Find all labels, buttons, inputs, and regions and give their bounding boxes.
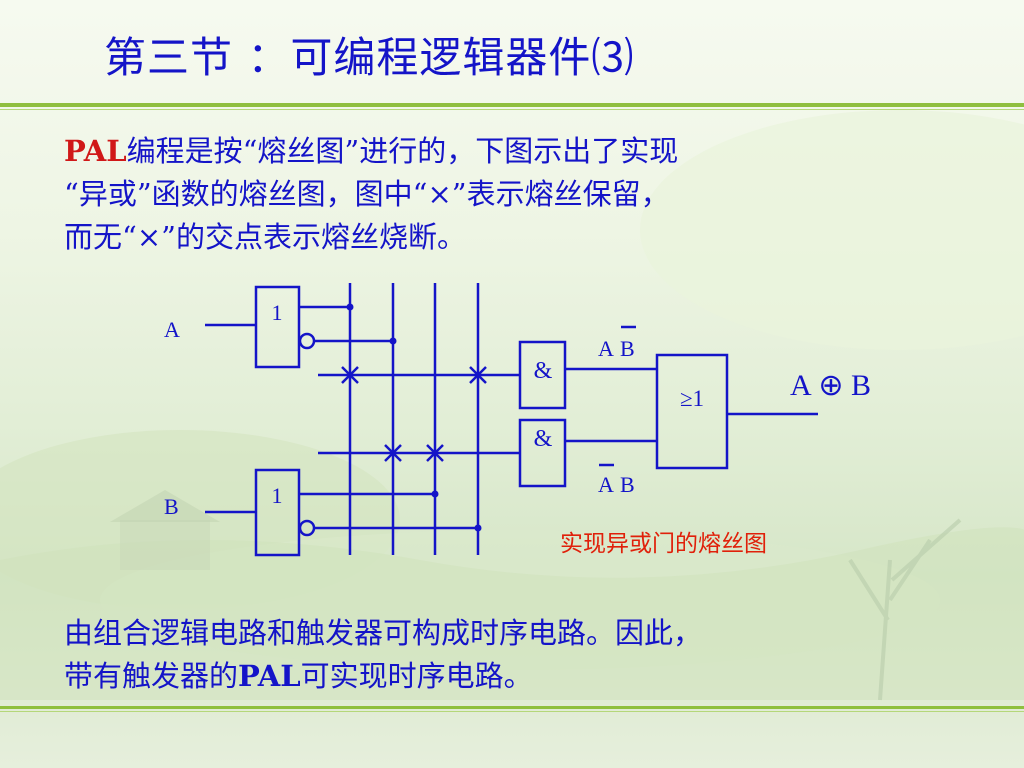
or-gate [655, 353, 729, 470]
buffer-gate-b [254, 468, 301, 557]
xor-symbol: ⊕ [818, 369, 843, 402]
pal-term-highlight: PAL [64, 134, 127, 168]
footer-paragraph: 由组合逻辑电路和触发器可构成时序电路。因此， 带有触发器的PAL可实现时序电路。 [64, 612, 702, 698]
fuse-x-4 [426, 444, 444, 462]
intro-line-1: 编程是按“熔丝图”进行的，下图示出了实现 [126, 134, 679, 168]
footer-pal-term: PAL [238, 659, 301, 693]
or-gate-label: ≥1 [680, 386, 704, 411]
output-b: B [851, 369, 871, 402]
buffer-gate-a [254, 285, 301, 369]
fuse-x-1 [341, 366, 359, 384]
input-label-b: B [164, 494, 179, 519]
page-title: 第三节 ：可编程逻辑器件⑶ [104, 33, 635, 82]
term-bottom-b: B [620, 472, 635, 497]
junction-dot-a [346, 303, 354, 311]
junction-dot-b [431, 490, 439, 498]
inverter-bubble-b [298, 519, 316, 537]
term-bottom-a: A [598, 472, 614, 497]
intro-line-2: “异或”函数的熔丝图，图中“×”表示熔丝保留， [64, 177, 670, 211]
junction-dot-b-bar [474, 524, 482, 532]
inverter-bubble-a [298, 332, 316, 350]
output-a: A [790, 369, 812, 402]
junction-dot-a-bar [389, 337, 397, 345]
input-label-a: A [164, 317, 180, 342]
diagram-caption: 实现异或门的熔丝图 [560, 531, 767, 557]
title-divider-thin [0, 109, 1024, 110]
and-gate-2-label: & [534, 426, 553, 452]
footer-line-1: 由组合逻辑电路和触发器可构成时序电路。因此， [64, 616, 703, 650]
and-gate-2 [518, 418, 567, 488]
footer-divider [0, 706, 1024, 709]
title-divider [0, 103, 1024, 107]
footer-line-2-pre: 带有触发器的 [64, 659, 239, 693]
term-top-b: B [620, 336, 635, 361]
intro-paragraph: PAL编程是按“熔丝图”进行的，下图示出了实现 “异或”函数的熔丝图，图中“×”表… [64, 130, 678, 259]
term-top-a: A [598, 336, 614, 361]
fuse-x-2 [469, 366, 487, 384]
fuse-x-3 [384, 444, 402, 462]
and-gate-1 [518, 340, 567, 410]
footer-line-2-post: 可实现时序电路。 [300, 659, 533, 693]
buffer-b-label: 1 [272, 483, 283, 508]
footer-divider-thin [0, 711, 1024, 712]
buffer-a-label: 1 [272, 300, 283, 325]
and-gate-1-label: & [534, 358, 553, 384]
intro-line-3: 而无“×”的交点表示熔丝烧断。 [64, 220, 466, 254]
